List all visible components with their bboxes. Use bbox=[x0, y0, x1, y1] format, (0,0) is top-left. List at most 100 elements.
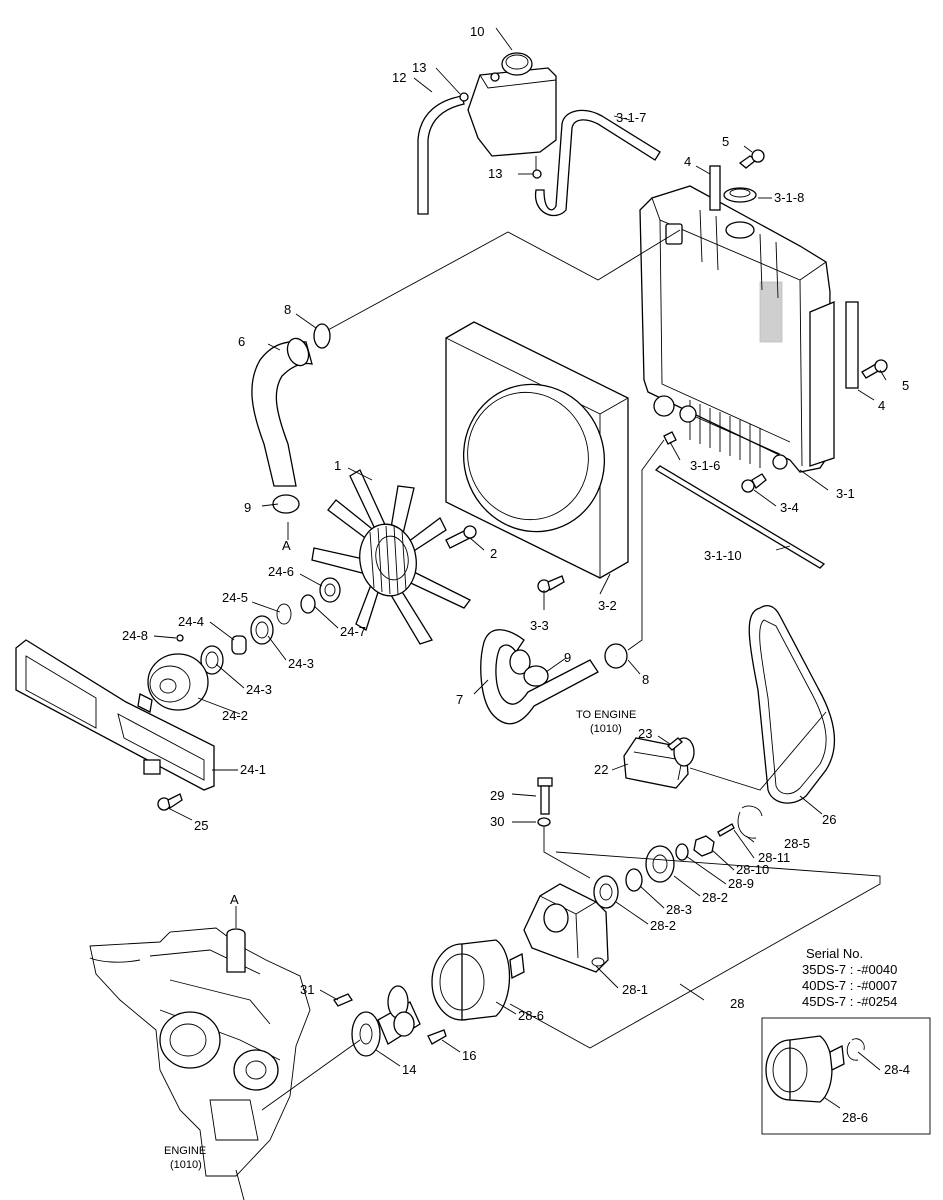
bolt-5a bbox=[738, 149, 765, 169]
label-A2: A bbox=[230, 892, 239, 907]
bolt-31 bbox=[333, 993, 353, 1007]
label-3-4: 3-4 bbox=[780, 500, 799, 515]
label-3-1-10: 3-1-10 bbox=[704, 548, 742, 563]
label-28-3: 28-3 bbox=[666, 902, 692, 917]
label-28-4: 28-4 bbox=[884, 1062, 910, 1077]
label-3-1-6: 3-1-6 bbox=[690, 458, 720, 473]
spacer-28-3 bbox=[625, 868, 643, 892]
washer-28-9 bbox=[675, 843, 689, 861]
bracket-4a bbox=[709, 165, 721, 211]
serial-line-2: 40DS-7 : -#0007 bbox=[802, 978, 897, 993]
label-24-6: 24-6 bbox=[268, 564, 294, 579]
label-A1: A bbox=[282, 538, 291, 553]
label-14: 14 bbox=[402, 1062, 416, 1077]
label-2: 2 bbox=[490, 546, 497, 561]
label-9a: 9 bbox=[244, 500, 251, 515]
label-24-5: 24-5 bbox=[222, 590, 248, 605]
label-12: 12 bbox=[392, 70, 406, 85]
reservoir-tank bbox=[467, 52, 557, 178]
serial-title: Serial No. bbox=[806, 946, 863, 961]
spacer-24-6 bbox=[319, 577, 341, 603]
label-3-2: 3-2 bbox=[598, 598, 617, 613]
drive-belt bbox=[748, 604, 836, 804]
bolt-23 bbox=[667, 737, 683, 751]
label-8a: 8 bbox=[284, 302, 291, 317]
label-4a: 4 bbox=[684, 154, 691, 169]
clutch-pulley-28-6 bbox=[431, 939, 525, 1021]
label-5a: 5 bbox=[722, 134, 729, 149]
label-28-11: 28-11 bbox=[758, 850, 790, 865]
radiator bbox=[639, 185, 835, 473]
label-29: 29 bbox=[490, 788, 504, 803]
tank-hose bbox=[534, 109, 661, 217]
bearing-28-2b bbox=[645, 845, 675, 883]
label-10: 10 bbox=[470, 24, 484, 39]
label-24-8: 24-8 bbox=[122, 628, 148, 643]
label-6: 6 bbox=[238, 334, 245, 349]
bolt-25 bbox=[157, 793, 183, 811]
engine-outline bbox=[89, 927, 311, 1200]
part-labels: 10 13 12 13 3-1-7 4 5 3-1-8 8 6 5 4 1 3-… bbox=[122, 24, 909, 1171]
label-3-3: 3-3 bbox=[530, 618, 549, 633]
coupling-flange bbox=[351, 1011, 381, 1057]
serial-line-1: 35DS-7 : -#0040 bbox=[802, 962, 897, 977]
washer-24-7 bbox=[300, 594, 316, 614]
label-24-2: 24-2 bbox=[222, 708, 248, 723]
upper-hose bbox=[251, 337, 313, 487]
clamp-9b bbox=[523, 665, 549, 687]
label-to-engine-num: (1010) bbox=[590, 723, 622, 735]
bolt-2 bbox=[445, 525, 477, 549]
fan-shroud bbox=[445, 321, 629, 579]
label-24-1: 24-1 bbox=[240, 762, 266, 777]
bolt-3-3 bbox=[537, 575, 565, 593]
label-13a: 13 bbox=[412, 60, 426, 75]
universal-joint bbox=[377, 985, 421, 1045]
nut-28-10 bbox=[693, 835, 715, 857]
label-3-1: 3-1 bbox=[836, 486, 855, 501]
label-28-10: 28-10 bbox=[736, 862, 769, 877]
label-16: 16 bbox=[462, 1048, 476, 1063]
label-25: 25 bbox=[194, 818, 208, 833]
leader-lines bbox=[153, 27, 887, 1111]
inset-circlip bbox=[846, 1038, 865, 1061]
label-28-6b: 28-6 bbox=[842, 1110, 868, 1125]
label-1: 1 bbox=[334, 458, 341, 473]
rod-3-1-10 bbox=[654, 465, 826, 569]
clamp-13a bbox=[459, 92, 469, 102]
label-to-engine: TO ENGINE bbox=[576, 709, 636, 721]
overflow-hose bbox=[417, 95, 465, 215]
label-31: 31 bbox=[300, 982, 314, 997]
bearing-28-2a bbox=[593, 875, 619, 909]
clamp-8a bbox=[313, 323, 331, 349]
label-5b: 5 bbox=[902, 378, 909, 393]
bearing-24-3a bbox=[250, 615, 274, 645]
inset-pulley bbox=[765, 1035, 845, 1103]
clamp-13b bbox=[532, 169, 542, 179]
pin-28-11 bbox=[717, 823, 735, 837]
clamp-8b bbox=[604, 643, 628, 669]
label-23: 23 bbox=[638, 726, 652, 741]
radiator-core bbox=[679, 281, 783, 468]
label-24-4: 24-4 bbox=[178, 614, 204, 629]
bracket-4b bbox=[845, 301, 859, 389]
label-28-2a: 28-2 bbox=[702, 890, 728, 905]
label-3-1-8: 3-1-8 bbox=[774, 190, 804, 205]
serial-line-3: 45DS-7 : -#0254 bbox=[802, 994, 897, 1009]
label-8b: 8 bbox=[642, 672, 649, 687]
belt-tensioner bbox=[623, 737, 695, 789]
drain-cock bbox=[663, 431, 677, 445]
washer-30 bbox=[537, 817, 551, 827]
label-22: 22 bbox=[594, 762, 608, 777]
label-24-3a: 24-3 bbox=[288, 656, 314, 671]
bolt-3-4 bbox=[741, 473, 767, 493]
label-13b: 13 bbox=[488, 166, 502, 181]
label-26: 26 bbox=[822, 812, 836, 827]
bolt-29 bbox=[537, 777, 553, 815]
label-28-1: 28-1 bbox=[622, 982, 648, 997]
fan bbox=[311, 469, 471, 645]
label-9b: 9 bbox=[564, 650, 571, 665]
grease-nipple-24-8 bbox=[176, 634, 184, 642]
bolt-16 bbox=[427, 1029, 447, 1045]
circlip-24-5 bbox=[276, 603, 292, 625]
